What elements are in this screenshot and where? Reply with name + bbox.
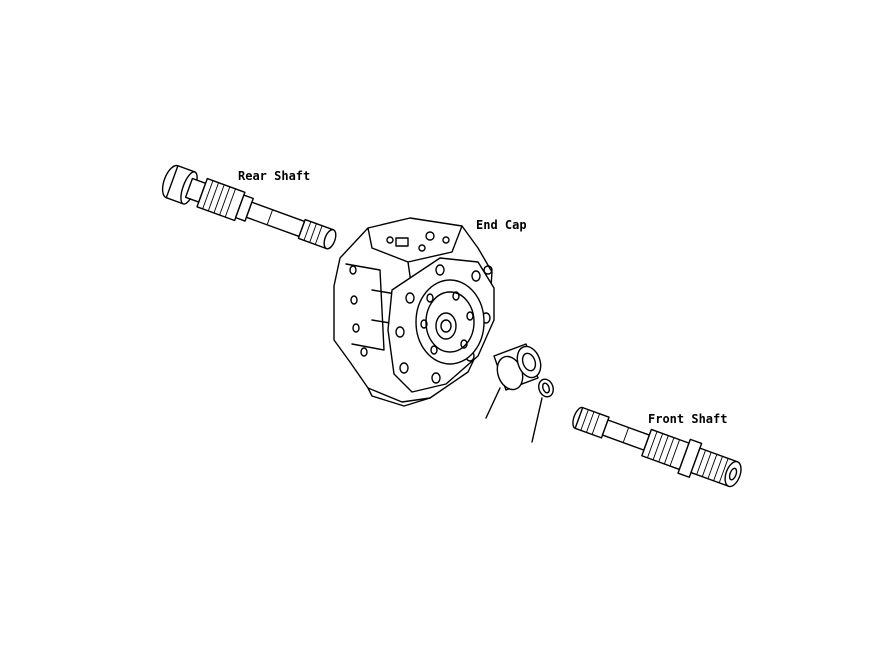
snap-ring [531, 378, 554, 443]
pump-housing [333, 217, 495, 407]
bearing [485, 343, 542, 419]
rear-shaft-label: Rear Shaft [238, 169, 310, 183]
front-shaft-label: Front Shaft [648, 412, 727, 426]
front-shaft [572, 406, 742, 488]
rear-shaft [161, 164, 337, 250]
end-cap-label: End Cap [476, 218, 527, 232]
